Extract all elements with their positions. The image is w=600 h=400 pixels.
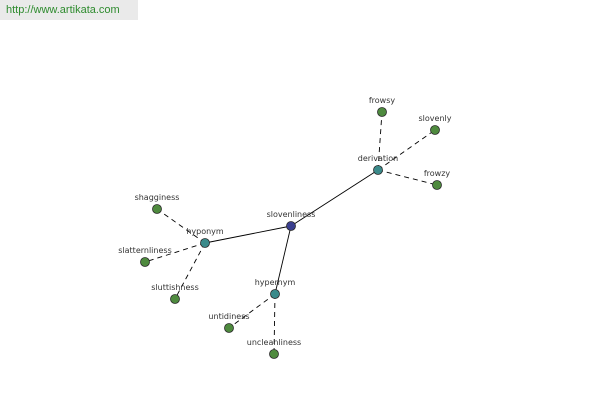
node-label-hyponym: hyponym: [186, 227, 224, 236]
node-label-slatternliness: slatternliness: [118, 246, 171, 255]
watermark-box: http://www.artikata.com: [0, 0, 138, 20]
node-label-shagginess: shagginess: [135, 193, 180, 202]
node-label-derivation: derivation: [358, 154, 398, 163]
edge-root-hyponym: [204, 225, 292, 244]
node-slovenliness[interactable]: [286, 221, 296, 231]
node-label-uncleanliness: uncleanliness: [247, 338, 301, 347]
node-hypernym[interactable]: [270, 289, 280, 299]
node-sluttishness[interactable]: [170, 294, 180, 304]
node-hyponym[interactable]: [200, 238, 210, 248]
edge-derivation-frowsy: [377, 111, 383, 171]
edge-hyponym-sluttishness: [174, 242, 206, 300]
edge-hyponym-slatternliness: [144, 242, 206, 263]
edge-hyponym-shagginess: [156, 208, 206, 244]
node-shagginess[interactable]: [152, 204, 162, 214]
edge-derivation-frowzy: [377, 169, 438, 186]
watermark-url[interactable]: http://www.artikata.com: [6, 4, 120, 16]
node-uncleanliness[interactable]: [269, 349, 279, 359]
edge-root-hypernym: [274, 225, 292, 295]
node-label-sluttishness: sluttishness: [151, 283, 199, 292]
node-label-frowzy: frowzy: [424, 169, 451, 178]
node-untidiness[interactable]: [224, 323, 234, 333]
edge-root-derivation: [290, 169, 379, 227]
node-slatternliness[interactable]: [140, 257, 150, 267]
node-derivation[interactable]: [373, 165, 383, 175]
edge-hypernym-untidiness: [228, 293, 276, 329]
node-label-slovenly: slovenly: [419, 114, 452, 123]
node-label-slovenliness: slovenliness: [267, 210, 316, 219]
node-frowzy[interactable]: [432, 180, 442, 190]
node-label-hypernym: hypernym: [255, 278, 296, 287]
node-label-frowsy: frowsy: [369, 96, 396, 105]
edge-derivation-slovenly: [377, 129, 436, 171]
graph-edges: [144, 111, 438, 355]
graph-labels: slovenliness derivation frowsy slovenly frow…: [118, 96, 451, 347]
node-label-untidiness: untidiness: [208, 312, 249, 321]
edge-hypernym-uncleanliness: [273, 293, 276, 355]
node-slovenly[interactable]: [430, 125, 440, 135]
node-frowsy[interactable]: [377, 107, 387, 117]
graph-nodes: [140, 107, 442, 359]
